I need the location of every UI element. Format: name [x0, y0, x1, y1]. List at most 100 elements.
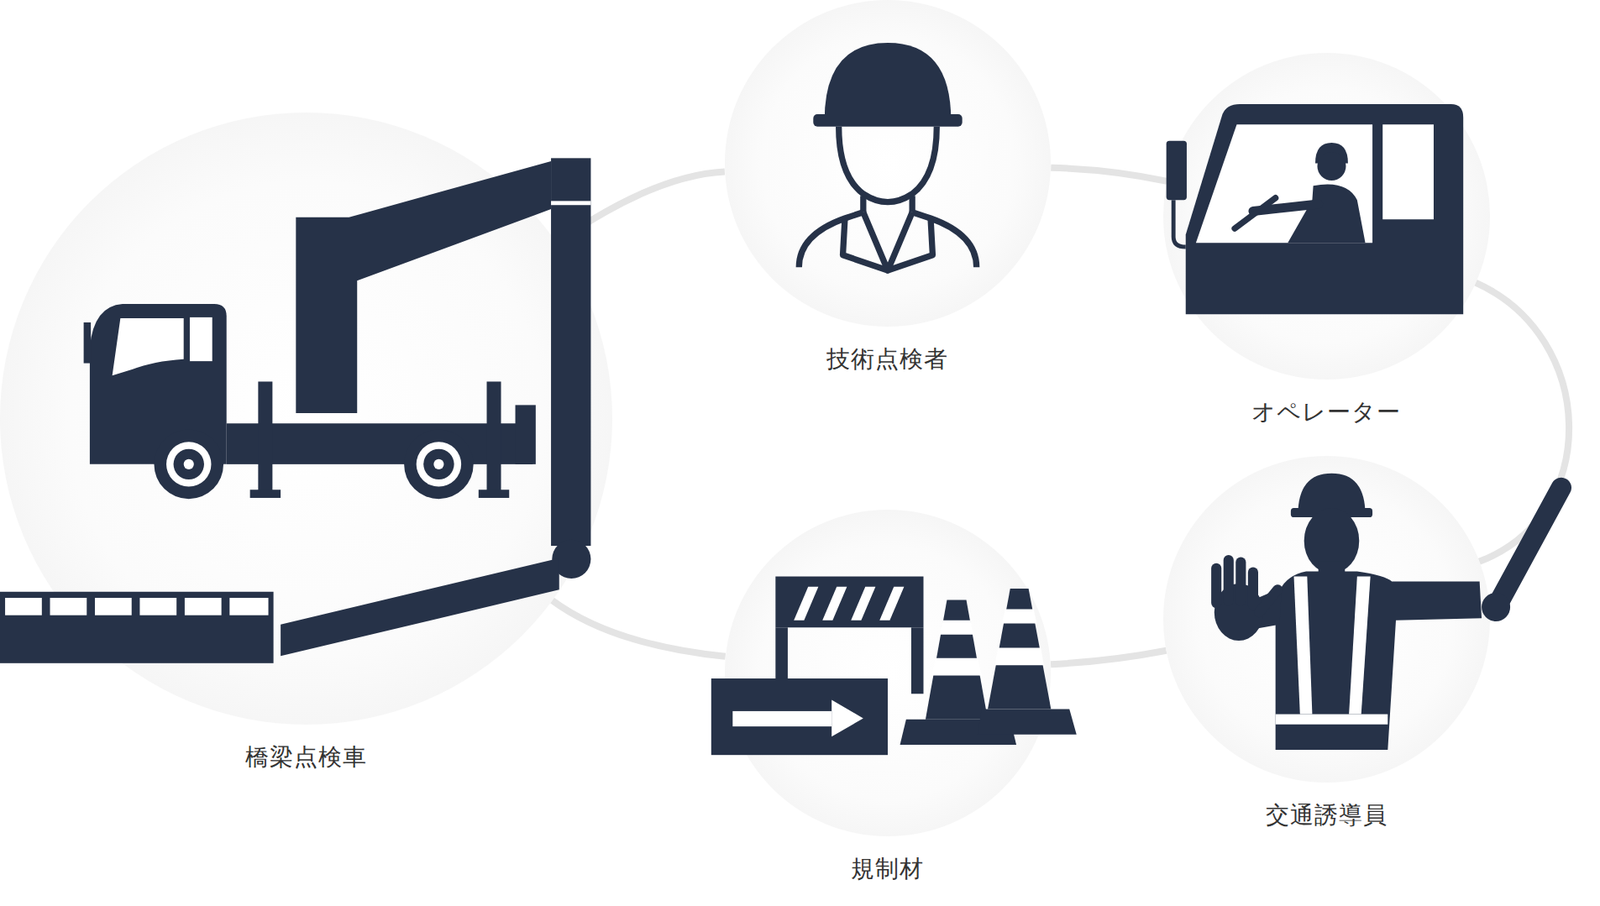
- traffic-control-materials-part-part: [822, 587, 847, 621]
- bridge-inspection-truck-part: [280, 558, 560, 657]
- traffic-control-materials-part: [931, 658, 982, 677]
- traffic-control-materials-part: [911, 627, 924, 694]
- inspector-figure-part-part: [843, 218, 934, 271]
- inspector-figure-part-part: [798, 212, 864, 268]
- circle-node: 規制材: [724, 509, 1052, 837]
- traffic-guide-figure-part: [1275, 714, 1389, 725]
- bridge-inspection-truck-part-part: [50, 598, 88, 616]
- traffic-control-materials-part: [987, 588, 1051, 709]
- inspector-figure: [798, 42, 976, 271]
- traffic-guide-figure-part: [1214, 583, 1264, 641]
- inspector-figure-part-part: [863, 212, 913, 271]
- bridge-inspection-truck-part: [173, 449, 205, 480]
- operator-cab-part: [1234, 198, 1276, 229]
- label-holder: 規制材: [847, 853, 928, 886]
- bridge-inspection-truck-part: [423, 449, 454, 480]
- traffic-control-materials-part: [775, 627, 788, 694]
- bridge-inspection-truck-part: [433, 459, 444, 470]
- operator-cab-part: [1315, 142, 1349, 163]
- label-holder: オペレーター: [1248, 396, 1405, 429]
- traffic-control-materials-part: [831, 700, 864, 738]
- bridge-inspection-truck-part: [403, 430, 474, 500]
- bridge-inspection-truck-part: [226, 423, 533, 465]
- traffic-control-materials-part: [925, 599, 988, 719]
- operator-cab: [1166, 104, 1464, 315]
- bridge-inspection-truck-part-part: [184, 598, 222, 616]
- bridge-inspection-truck-part: [5, 598, 268, 616]
- traffic-guide-figure-part: [1318, 561, 1346, 580]
- traffic-control-materials-part: [995, 648, 1044, 667]
- traffic-guide-figure: [1211, 473, 1562, 751]
- bridge-inspection-truck-part: [487, 381, 502, 492]
- bridge-inspection-truck-part: [166, 441, 211, 487]
- circle-node: 技術点検者: [724, 0, 1052, 327]
- bridge-inspection-truck-part: [153, 430, 224, 500]
- traffic-control-materials-part: [793, 587, 904, 621]
- operator-cab-part: [1196, 124, 1373, 243]
- bridge-inspection-truck-part: [416, 441, 462, 487]
- operator-cab-part: [1316, 152, 1346, 181]
- loop-connector: [551, 600, 725, 657]
- traffic-guide-figure-part: [1248, 567, 1259, 611]
- bridge-inspection-truck-part: [183, 459, 195, 470]
- traffic-guide-figure-part: [1294, 577, 1313, 715]
- traffic-guide-figure-part: [1290, 508, 1373, 518]
- inspector-figure-part: [798, 126, 976, 271]
- traffic-control-materials-part-part: [879, 587, 904, 621]
- bridge-inspection-truck-part: [0, 592, 274, 664]
- bridge-inspection-truck: [0, 157, 591, 663]
- node-label: 技術点検者: [823, 343, 952, 376]
- bridge-inspection-truck-part-part: [94, 598, 132, 616]
- node-label: 規制材: [847, 853, 928, 886]
- operator-cab-part: [1173, 199, 1186, 247]
- operator-cab-part: [1185, 104, 1464, 315]
- circle-node: 橋梁点検車: [0, 112, 613, 725]
- inspector-figure-part-part: [860, 195, 866, 212]
- inspector-figure-part: [824, 42, 952, 121]
- bridge-inspection-truck-part: [189, 317, 213, 362]
- traffic-guide-figure-part: [1253, 587, 1282, 630]
- traffic-control-materials-part-part: [793, 587, 819, 621]
- traffic-control-materials-part: [775, 577, 924, 629]
- traffic-control-materials-part: [977, 708, 1077, 735]
- traffic-control-materials-part: [732, 711, 832, 727]
- traffic-control-materials-part: [900, 719, 1018, 745]
- node-label: 交通誘導員: [1262, 799, 1391, 832]
- traffic-guide-figure-part: [1235, 556, 1246, 606]
- bridge-inspection-truck-part: [550, 200, 591, 205]
- traffic-guide-figure-part: [1297, 473, 1365, 516]
- traffic-guide-figure-part: [1211, 563, 1222, 609]
- bridge-inspection-truck-part: [295, 161, 551, 414]
- circle-node: オペレーター: [1163, 52, 1490, 380]
- bridge-inspection-truck-part: [112, 318, 184, 376]
- loop-connector: [1050, 167, 1167, 182]
- loop-connector: [1475, 283, 1569, 562]
- label-holder: 橋梁点検車: [241, 741, 371, 774]
- traffic-control-materials-part: [1001, 608, 1037, 624]
- traffic-guide-figure-part: [1481, 592, 1511, 622]
- traffic-control-materials-part: [939, 620, 974, 635]
- operator-cab-part: [1253, 204, 1319, 212]
- circle-node: 交通誘導員: [1163, 456, 1490, 783]
- bridge-inspection-truck-part-part: [229, 598, 268, 616]
- operator-cab-part: [1287, 183, 1365, 243]
- bridge-inspection-truck-part-part: [139, 598, 177, 616]
- traffic-guide-figure-part: [1223, 555, 1234, 607]
- bridge-inspection-truck-part: [250, 489, 281, 499]
- traffic-control-materials: [711, 577, 1077, 756]
- inspector-figure-part-part: [908, 195, 915, 212]
- traffic-guide-figure-part: [1259, 589, 1278, 613]
- loop-connector: [1050, 650, 1167, 666]
- bridge-inspection-truck-part-part: [5, 598, 42, 616]
- bridge-inspection-truck-part: [515, 404, 536, 464]
- traffic-control-materials-part-part: [850, 587, 876, 621]
- traffic-guide-figure-part: [1348, 577, 1371, 715]
- bridge-inspection-truck-part: [478, 489, 509, 499]
- node-label: 橋梁点検車: [241, 741, 371, 774]
- bridge-inspection-truck-part: [89, 304, 227, 465]
- inspector-figure-part-part: [912, 212, 977, 268]
- bridge-inspection-truck-part: [83, 322, 92, 364]
- traffic-control-materials-part: [711, 678, 888, 756]
